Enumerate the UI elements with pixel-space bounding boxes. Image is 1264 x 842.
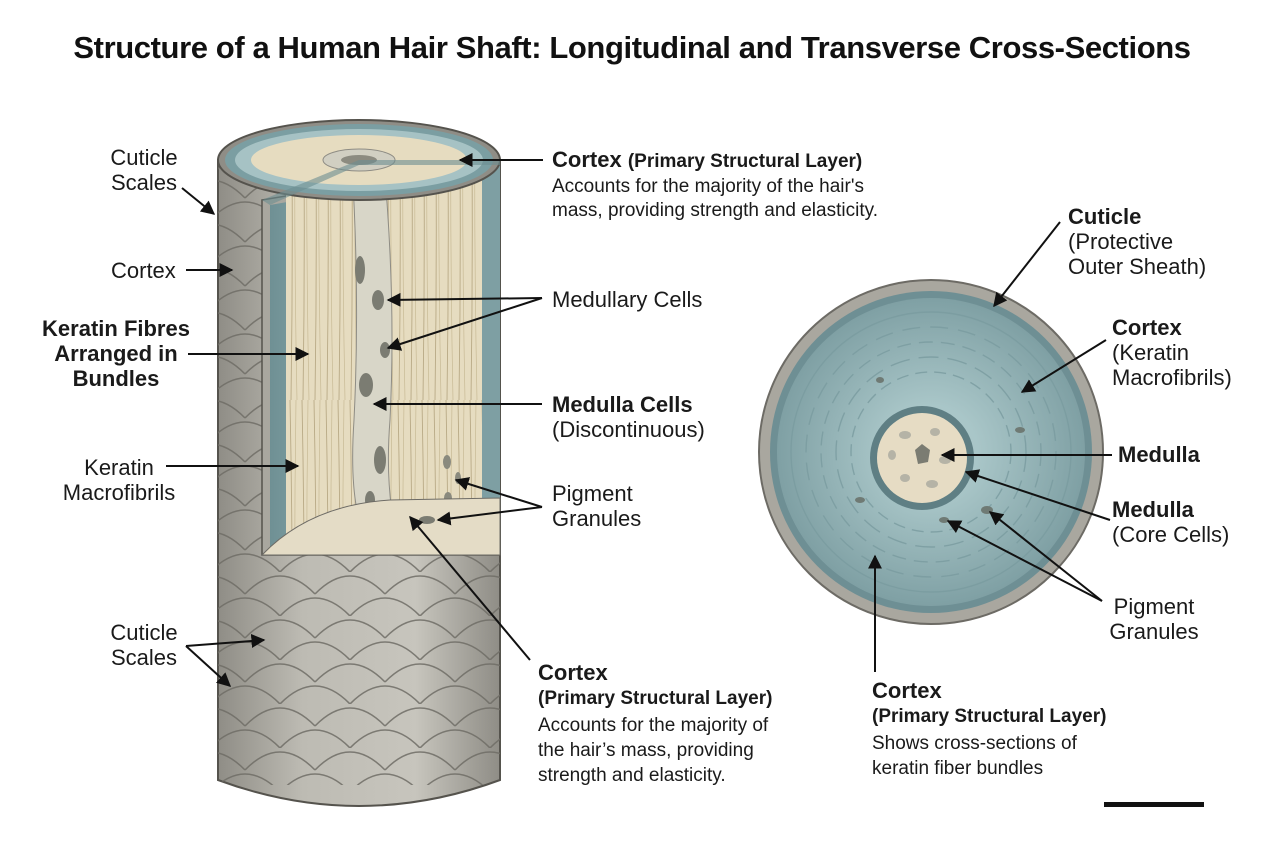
label-cuticle-scales-top: Cuticle Scales	[110, 145, 178, 195]
label-keratin-macrofibrils: Keratin Macrofibrils	[62, 455, 176, 505]
label-cortex-cross-bottom: Cortex (Primary Structural Layer) Shows …	[872, 678, 1107, 779]
label-keratin-fibres-bundles: Keratin Fibres Arranged in Bundles	[42, 316, 190, 391]
label-cortex-left: Cortex	[111, 258, 176, 283]
arrow-medullary-2	[386, 297, 543, 351]
cutaway-section	[260, 159, 501, 556]
arrow-cuticle-bottom-2	[185, 645, 232, 687]
label-pigment-granules-long: Pigment Granules	[552, 481, 642, 531]
arrow-pigment-long-2	[436, 506, 543, 526]
medulla-channel	[351, 164, 393, 516]
label-medulla-cells: Medulla Cells (Discontinuous)	[552, 392, 705, 442]
arrow-medulla-core	[964, 469, 1111, 521]
arrow-pigment-long-1	[454, 477, 543, 508]
label-cortex-cross: Cortex (Keratin Macrofibrils)	[1112, 315, 1232, 390]
arrow-cortex-cross	[1020, 339, 1107, 393]
connector-lines	[166, 153, 1112, 687]
label-cuticle-scales-bottom: Cuticle Scales	[110, 620, 178, 670]
label-cortex-bottom: Cortex (Primary Structural Layer) Accoun…	[538, 660, 773, 786]
medulla-center-pigment	[915, 444, 930, 464]
medulla-core-cells	[888, 428, 951, 488]
label-medulla-cross: Medulla	[1118, 442, 1200, 467]
label-medulla-core: Medulla (Core Cells)	[1112, 497, 1230, 547]
page-title: Structure of a Human Hair Shaft: Longitu…	[73, 30, 1191, 65]
label-cuticle-cross: Cuticle (Protective Outer Sheath)	[1068, 204, 1207, 279]
longitudinal-hair-shaft	[217, 119, 501, 807]
label-cortex-top: Cortex (Primary Structural Layer) Accoun…	[552, 147, 878, 221]
arrow-cuticle-scales-top	[181, 187, 216, 215]
label-pigment-granules-cross: Pigment Granules	[1109, 594, 1199, 644]
arrow-medullary-1	[386, 292, 543, 307]
label-medullary-cells: Medullary Cells	[552, 287, 703, 312]
arrow-pigment-cross-1	[988, 511, 1103, 602]
arrow-pigment-cross-2	[946, 520, 1103, 602]
arrow-cuticle-cross	[993, 221, 1061, 308]
floor-pigment	[419, 516, 435, 524]
transverse-cross-section	[758, 279, 1104, 625]
scale-bar	[1104, 802, 1204, 807]
arrow-cortex-bottom	[409, 515, 531, 661]
cortex-inner-band	[482, 165, 500, 552]
arrow-cuticle-bottom-1	[185, 633, 266, 648]
cortex-fibre-texture	[790, 311, 1072, 593]
shaft-top-cap	[217, 119, 501, 205]
